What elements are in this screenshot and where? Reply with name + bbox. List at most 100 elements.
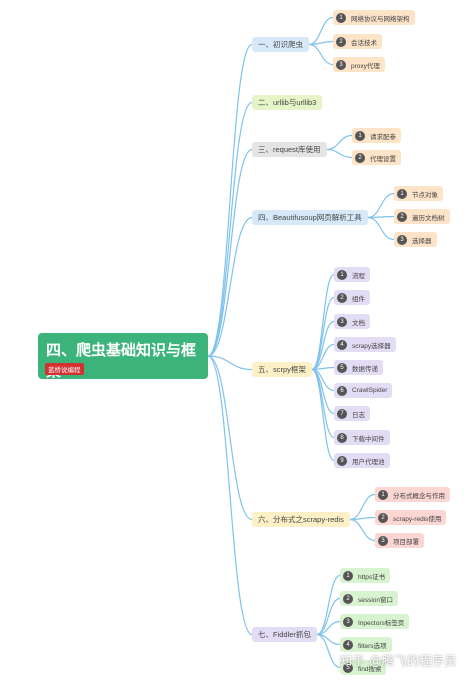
number-bullet: 2	[337, 292, 347, 303]
branch-2[interactable]: 二、urllib与urllib3	[252, 95, 323, 110]
branch-3-to-leaf-2-line	[326, 148, 353, 159]
root-to-branch-1-line	[207, 43, 253, 357]
branch-6-to-leaf-1-line	[349, 493, 376, 521]
leaf-label: CrawlSpider	[352, 387, 388, 394]
leaf-label: 请求配参	[370, 133, 396, 141]
branch-5-to-leaf-9-line	[311, 368, 335, 462]
leaf-label: scrapy-redis使用	[393, 515, 442, 523]
leaf-1-1[interactable]: 1 网络协议与网络架构	[333, 10, 415, 25]
leaf-3-2[interactable]: 2 代理设置	[352, 150, 401, 165]
leaf-5-3[interactable]: 3 文档	[334, 314, 370, 329]
root-tag: 蓝桥说编程	[45, 363, 84, 375]
root-to-branch-3-line	[207, 148, 253, 357]
leaf-5-8[interactable]: 8 下载中间件	[334, 430, 390, 445]
number-bullet: 2	[355, 152, 365, 163]
branch-3[interactable]: 三、request库使用	[252, 142, 327, 157]
leaf-5-6[interactable]: 6 CrawlSpider	[334, 383, 393, 398]
leaf-label: 节点对象	[412, 191, 438, 199]
number-bullet: 4	[343, 639, 353, 650]
number-bullet: 1	[397, 188, 407, 199]
leaf-5-9[interactable]: 9 用户代理池	[334, 453, 390, 468]
leaf-4-3[interactable]: 3 选择器	[394, 232, 437, 247]
leaf-4-2[interactable]: 2 遍历文档树	[394, 209, 450, 224]
number-bullet: 2	[397, 211, 407, 222]
number-bullet: 2	[343, 593, 353, 604]
root-to-branch-6-line	[207, 355, 253, 521]
root-to-branch-7-line	[207, 355, 253, 636]
leaf-5-5[interactable]: 5 数据传递	[334, 360, 383, 375]
leaf-1-3[interactable]: 3 proxy代理	[333, 57, 385, 72]
number-bullet: 2	[378, 512, 388, 523]
leaf-5-4[interactable]: 4 scrapy选择器	[334, 337, 396, 352]
branch-6-to-leaf-3-line	[349, 518, 376, 542]
number-bullet: 3	[397, 234, 407, 245]
leaf-label: 数据传递	[352, 365, 378, 373]
branch-7-to-leaf-2-line	[316, 597, 341, 636]
leaf-3-1[interactable]: 1 请求配参	[352, 128, 401, 143]
branch-5[interactable]: 五、scrpy框架	[252, 362, 312, 377]
leaf-1-2[interactable]: 2 会话技术	[333, 34, 382, 49]
number-bullet: 5	[337, 362, 347, 373]
branch-7-to-leaf-5-line	[316, 633, 341, 669]
leaf-label: 文档	[352, 319, 365, 327]
number-bullet: 1	[337, 269, 347, 280]
root-to-branch-5-line	[207, 355, 253, 371]
leaf-5-7[interactable]: 7 日志	[334, 406, 370, 421]
branch-5-to-leaf-4-line	[311, 343, 335, 371]
number-bullet: 4	[337, 339, 347, 350]
leaf-label: 用户代理池	[352, 458, 385, 466]
leaf-label: 选择器	[412, 237, 432, 245]
leaf-label: 遍历文档树	[412, 214, 445, 222]
branch-3-to-leaf-1-line	[326, 134, 353, 151]
leaf-6-2[interactable]: 2 scrapy-redis使用	[375, 510, 447, 525]
number-bullet: 3	[343, 616, 353, 627]
leaf-label: 网络协议与网络架构	[351, 15, 410, 23]
branch-7[interactable]: 七、Fiddler抓包	[252, 627, 317, 642]
branch-5-to-leaf-1-line	[311, 273, 335, 371]
leaf-label: 分布式概念与作用	[393, 492, 445, 500]
branch-7-to-leaf-1-line	[316, 574, 341, 636]
leaf-label: 项目部署	[393, 538, 419, 546]
root-to-branch-4-line	[207, 216, 253, 357]
leaf-label: 日志	[352, 411, 365, 419]
number-bullet: 2	[336, 36, 346, 47]
leaf-label: scrapy选择器	[352, 342, 391, 350]
branch-5-to-leaf-2-line	[311, 296, 335, 371]
leaf-label: filters选项	[358, 642, 387, 650]
number-bullet: 8	[337, 432, 347, 443]
number-bullet: 5	[343, 662, 353, 673]
number-bullet: 6	[337, 385, 347, 396]
branch-7-to-leaf-3-line	[316, 620, 341, 636]
leaf-label: 下载中间件	[352, 435, 385, 443]
branch-6[interactable]: 六、分布式之scrapy-redis	[252, 512, 350, 527]
root-node[interactable]: 四、爬虫基础知识与框架 蓝桥说编程	[38, 333, 208, 380]
leaf-7-4[interactable]: 4 filters选项	[340, 637, 392, 652]
number-bullet: 3	[336, 59, 346, 70]
branch-5-to-leaf-3-line	[311, 320, 335, 371]
leaf-label: https证书	[358, 573, 386, 581]
number-bullet: 9	[337, 455, 347, 466]
branch-1-to-leaf-1-line	[308, 16, 334, 46]
number-bullet: 7	[337, 408, 347, 419]
number-bullet: 1	[336, 12, 346, 23]
leaf-label: 会话技术	[351, 39, 377, 47]
number-bullet: 1	[355, 130, 365, 141]
root-to-branch-2-line	[207, 101, 253, 357]
leaf-label: proxy代理	[351, 62, 380, 70]
leaf-4-1[interactable]: 1 节点对象	[394, 186, 443, 201]
branch-4[interactable]: 四、Beautifusoup网页解析工具	[252, 210, 368, 225]
branch-1-to-leaf-3-line	[308, 43, 334, 66]
number-bullet: 3	[337, 316, 347, 327]
branch-1[interactable]: 一、初识爬虫	[252, 37, 309, 52]
watermark: 知乎 @腾飞的程序员	[340, 654, 457, 668]
leaf-label: 代理设置	[370, 155, 396, 163]
